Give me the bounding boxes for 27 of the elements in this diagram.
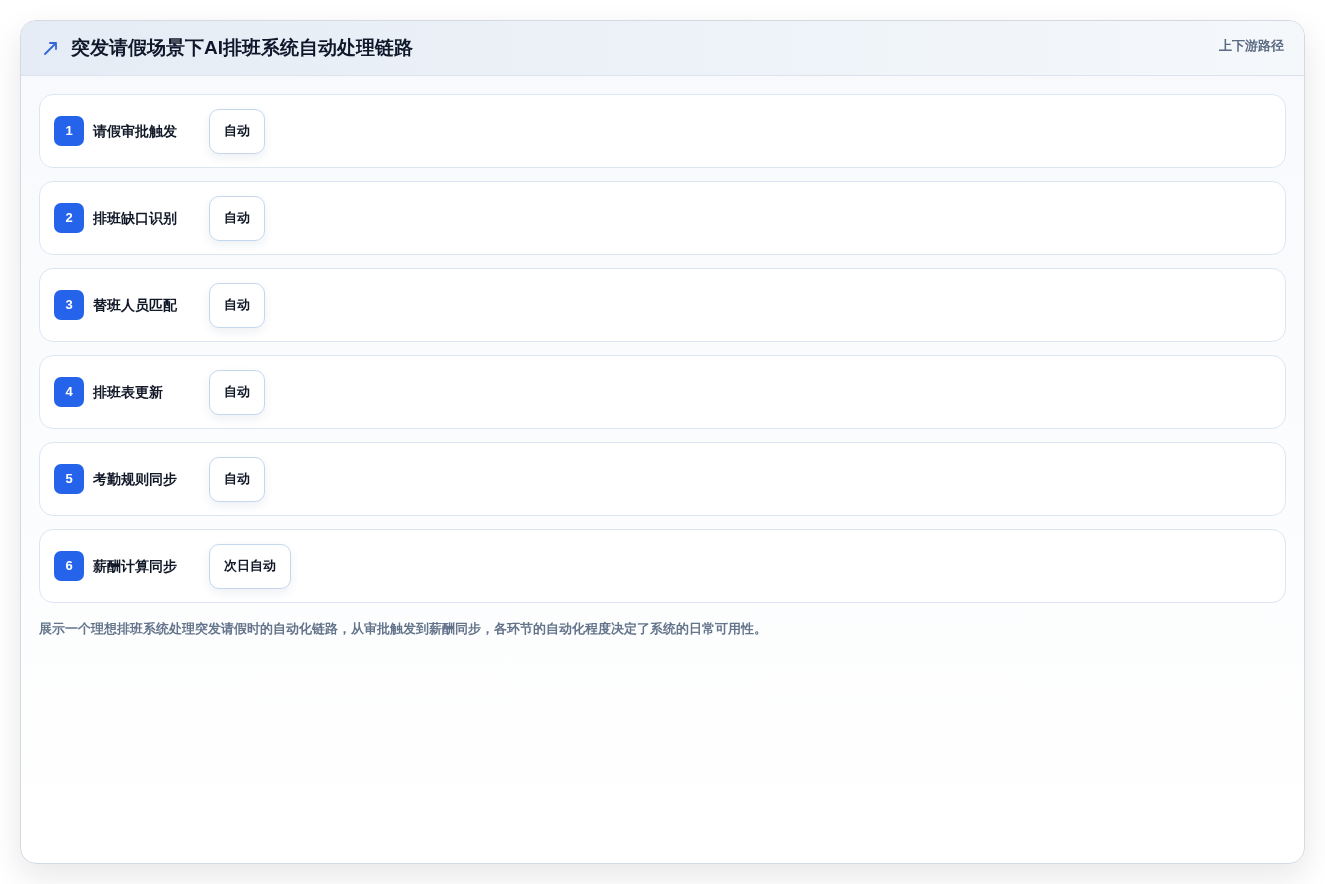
step-name: 考勤规则同步 (93, 469, 178, 489)
status-tag: 自动 (209, 456, 265, 502)
step-name: 排班缺口识别 (93, 208, 178, 228)
step-row (39, 268, 1286, 342)
step-number: 3 (54, 290, 84, 320)
step-number: 6 (54, 551, 84, 581)
status-tag: 次日自动 (209, 543, 291, 589)
status-tag: 自动 (209, 282, 265, 328)
step-number: 2 (54, 203, 84, 233)
caption-text: 展示一个理想排班系统处理突发请假时的自动化链路，从审批触发到薪酬同步，各环节的自动化程度决定了系统的日常可用性。 (39, 620, 768, 638)
step-row (39, 355, 1286, 429)
step-row (39, 529, 1286, 603)
step-number: 5 (54, 464, 84, 494)
step-name: 排班表更新 (93, 382, 164, 402)
corner-label: 上下游路径 (1219, 37, 1284, 55)
status-tag: 自动 (209, 108, 265, 154)
status-tag: 自动 (209, 195, 265, 241)
step-row (39, 442, 1286, 516)
step-number: 4 (54, 377, 84, 407)
step-name: 替班人员匹配 (93, 295, 178, 315)
step-row (39, 94, 1286, 168)
step-name: 薪酬计算同步 (93, 556, 178, 576)
diagram-title: 突发请假场景下AI排班系统自动处理链路 (71, 35, 413, 60)
step-row (39, 181, 1286, 255)
step-name: 请假审批触发 (93, 121, 178, 141)
step-number: 1 (54, 116, 84, 146)
status-tag: 自动 (209, 369, 265, 415)
